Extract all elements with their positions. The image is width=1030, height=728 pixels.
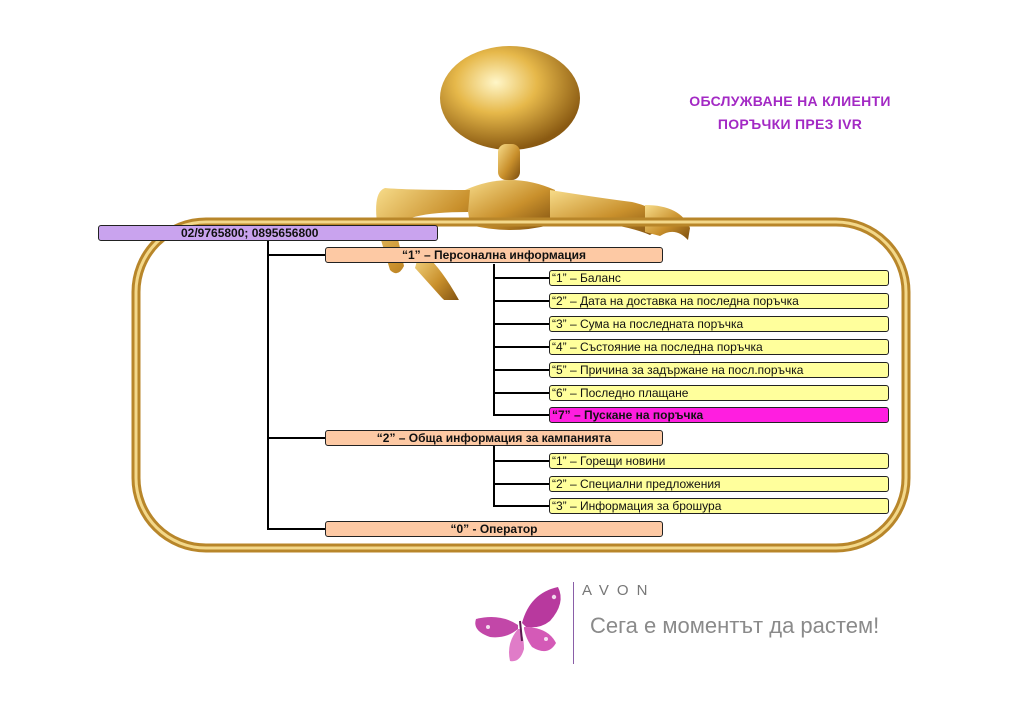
connector-b2-item1 <box>493 460 549 462</box>
figure-neck <box>498 144 520 180</box>
connector-b1-item3 <box>493 323 549 325</box>
figure-head <box>440 46 580 150</box>
connector-b2-item3 <box>493 505 549 507</box>
connector-b1-item5 <box>493 369 549 371</box>
golden-frame <box>131 217 911 553</box>
phone-numbers-root-box: 02/9765800; 0895656800 <box>98 225 438 241</box>
brand-name: AVON <box>582 582 656 599</box>
header-title-line2: ПОРЪЧКИ ПРЕЗ IVR <box>717 116 863 132</box>
connector-b1-item6 <box>493 392 549 394</box>
connector-branch0 <box>267 528 325 530</box>
butterfly-logo-icon <box>475 587 561 662</box>
connector-b1-item4 <box>493 346 549 348</box>
menu-item-hold-reason: “5” – Причина за задържане на посл.поръч… <box>549 362 889 378</box>
header-title-line1: ОБСЛУЖВАНЕ НА КЛИЕНТИ <box>689 93 891 109</box>
brand-divider <box>573 582 574 664</box>
menu-item-special-offers: “2” – Специални предложения <box>549 476 889 492</box>
menu-item-brochure-info: “3” – Информация за брошура <box>549 498 889 514</box>
menu-item-hot-news: “1” – Горещи новини <box>549 453 889 469</box>
menu-item-balance: “1” – Баланс <box>549 270 889 286</box>
trunk-line <box>267 241 269 530</box>
connector-b1-item2 <box>493 300 549 302</box>
menu-item-last-order-amount: “3” – Сума на последната поръчка <box>549 316 889 332</box>
menu-item-last-order-delivery-date: “2” – Дата на доставка на последна поръч… <box>549 293 889 309</box>
connector-branch1 <box>267 254 325 256</box>
menu-item-last-payment: “6” – Последно плащане <box>549 385 889 401</box>
menu-item-last-order-status: “4” – Състояние на последна поръчка <box>549 339 889 355</box>
sub-trunk-branch2 <box>493 446 495 506</box>
menu-option-operator: “0” - Оператор <box>325 521 663 537</box>
connector-b2-item2 <box>493 483 549 485</box>
menu-item-place-order: “7” – Пускане на поръчка <box>549 407 889 423</box>
menu-option-campaign-info: “2” – Обща информация за кампанията <box>325 430 663 446</box>
connector-b1-item7 <box>493 414 549 416</box>
brand-slogan: Сега е моментът да растем! <box>590 613 880 638</box>
connector-branch2 <box>267 437 325 439</box>
connector-b1-item1 <box>493 277 549 279</box>
menu-option-personal-info: “1” – Персонална информация <box>325 247 663 263</box>
sub-trunk-branch1 <box>493 264 495 416</box>
